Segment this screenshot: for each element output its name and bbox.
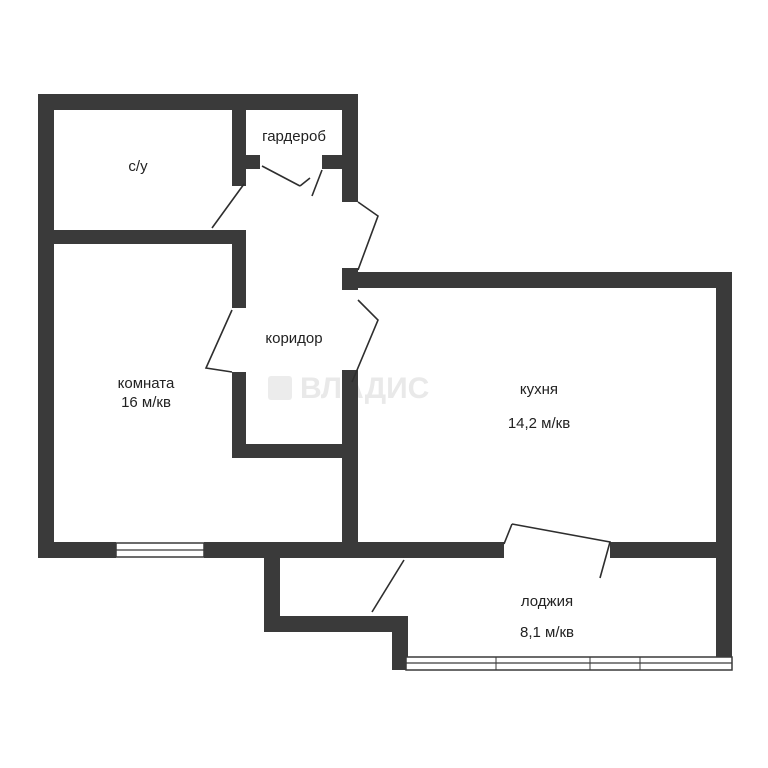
bathroom-label: с/у (128, 158, 148, 175)
loggia-glazing (405, 656, 733, 671)
room-window (115, 542, 205, 558)
corridor-label: коридор (265, 330, 322, 347)
loggia-area-label: 8,1 м/кв (520, 624, 574, 641)
loggia-name-label: лоджия (521, 593, 573, 610)
room-name-label: комната (118, 375, 175, 392)
doors (204, 165, 612, 613)
walls (38, 94, 732, 670)
svg-text:ВЛАДИС: ВЛАДИС (300, 372, 429, 405)
room-area-label: 16 м/кв (121, 394, 171, 411)
kitchen-area-label: 14,2 м/кв (508, 415, 570, 432)
wardrobe-label: гардероб (262, 128, 326, 145)
kitchen-name-label: кухня (520, 381, 558, 398)
watermark-logo: ВЛАДИС (268, 372, 429, 405)
